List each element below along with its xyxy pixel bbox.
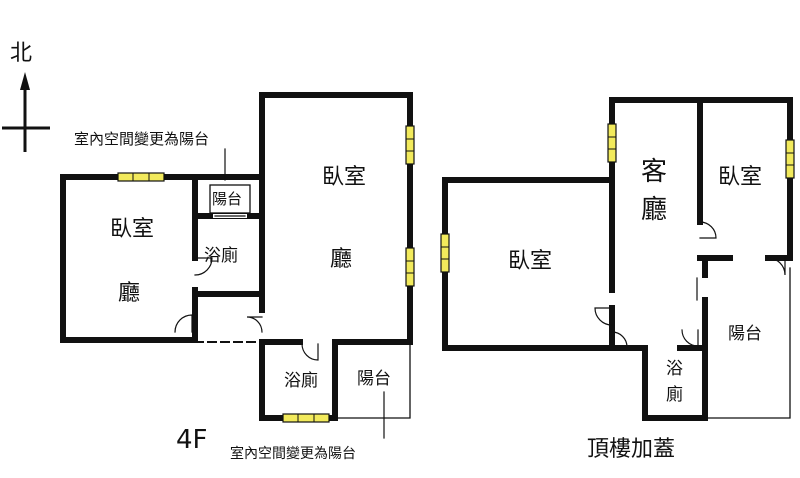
4f-lower-balcony-label: 陽台 [357,369,391,389]
4f-caption: 4F [176,425,208,455]
4f-left-balcony-outline [209,184,251,214]
window-icon [117,172,165,182]
4f-right-hall-label: 廳 [330,247,352,272]
4f-note-bottom: 室內空間變更為陽台 [230,445,356,462]
rooftop-living-label-1: 客 [641,157,667,187]
rooftop-balcony-label: 陽台 [728,324,762,344]
window-icon [785,139,795,179]
4f-left-hall-label: 廳 [118,281,140,306]
north-arrow-icon [20,72,30,90]
rooftop-living-label-2: 廳 [641,195,667,225]
window-icon [405,125,415,165]
4f-left-bath-label: 浴廁 [204,245,238,266]
4f-doors [174,257,319,361]
window-icon [440,233,450,273]
north-label: 北 [10,41,32,66]
4f-lower-bath-label: 浴廁 [284,370,318,391]
rooftop-doors [594,221,786,348]
4f-note-top: 室內空間變更為陽台 [74,130,209,148]
rooftop-bath-label-2: 廁 [666,384,683,405]
window-icon [405,247,415,287]
window-icon [282,413,330,423]
4f-right-bedroom-label: 臥室 [322,165,366,190]
north-compass: 北 [2,41,50,152]
plan-4f [60,92,415,439]
plan-rooftop [440,97,795,421]
4f-left-bedroom-label: 臥室 [110,217,154,242]
window-icon [607,123,617,163]
4f-left-balcony-label: 陽台 [212,190,242,208]
rooftop-bedroom-left-label: 臥室 [508,249,552,274]
rooftop-bath-label-1: 浴 [666,359,683,379]
rooftop-bedroom-right-label: 臥室 [718,165,762,190]
rooftop-walls [442,97,793,421]
rooftop-balcony-outline [704,267,791,419]
rooftop-caption: 頂樓加蓋 [587,437,675,462]
